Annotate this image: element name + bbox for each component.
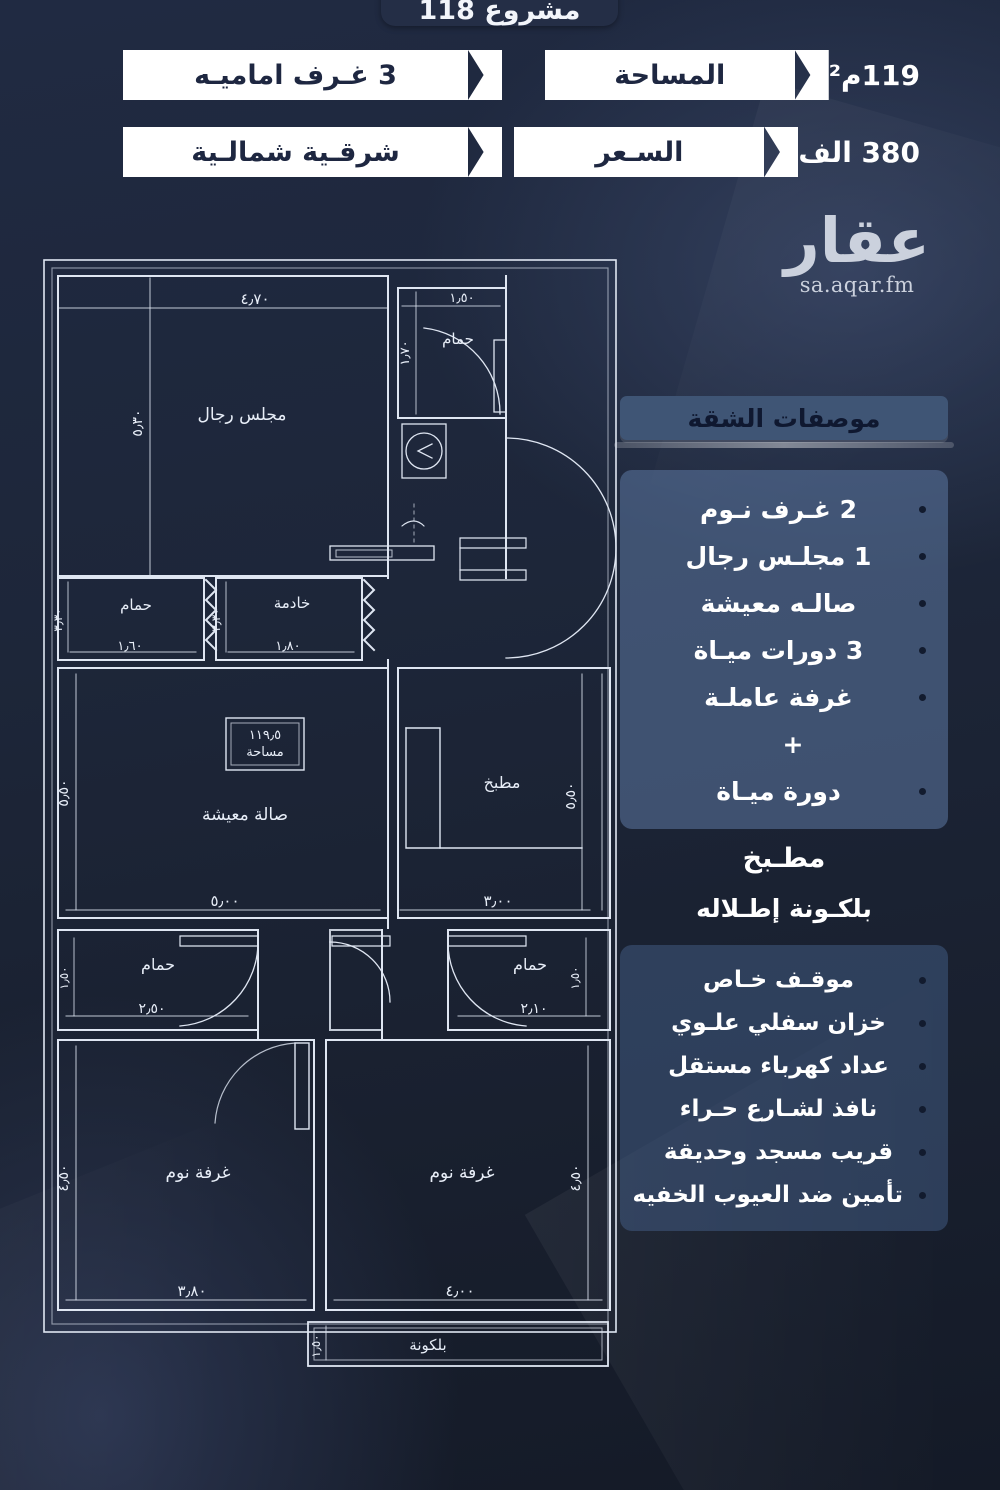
list-item: 3 دورات ميـاة <box>636 627 932 674</box>
bullet-icon <box>919 647 926 654</box>
room-label-bath-right: حمام <box>513 955 547 974</box>
list-item: 1 مجلـس رجال <box>636 533 932 580</box>
header-row-rooms: 3 غـرف اماميـه <box>123 50 502 100</box>
specs-title: موصفات الشقة <box>687 403 881 433</box>
dim-balcony-h: ١٫٥٠ <box>309 1334 323 1357</box>
dim-bathright-h: ١٫٥٠ <box>568 966 582 989</box>
rooms-label: 3 غـرف اماميـه <box>194 59 397 91</box>
dim-bedleft-w: ٣٫٨٠ <box>177 1282 206 1300</box>
bullet-icon <box>919 977 926 984</box>
dim-maid-h: ٣٫٣٠ <box>209 608 223 631</box>
list-item: موقـف خـاص <box>636 959 932 1002</box>
chevron-flag-icon <box>794 50 829 100</box>
dim-bathright-w: ٢٫١٠ <box>520 1001 547 1017</box>
floorplan: مجلس رجال ٤٫٧٠ ٥٫٣٠ حمام ١٫٥٠ ١٫٧٠ حمام … <box>30 248 650 1388</box>
dim-kitchen-h: ٥٫٥٠ <box>563 782 579 809</box>
price-label-plate: السـعر <box>514 127 765 177</box>
bullet-icon <box>919 553 926 560</box>
room-label-maid: خادمة <box>274 594 311 612</box>
room-label-bedroom-right: غرفة نوم <box>430 1163 495 1183</box>
bullet-icon <box>919 1063 926 1070</box>
direction-label: شرقـية شمالـية <box>191 136 400 168</box>
header-row-price: 380 الف السـعر <box>514 127 936 177</box>
price-value: 380 الف <box>798 135 920 169</box>
aqar-logo-text: عقار <box>784 204 930 277</box>
specs-bottom-card: موقـف خـاص خزان سفلي علـوي عداد كهرباء م… <box>620 945 948 1231</box>
dim-bedright-h: ٤٫٥٠ <box>568 1164 584 1191</box>
specs-panel: موصفات الشقة 2 غـرف نـوم 1 مجلـس رجال صا… <box>614 396 954 1231</box>
dim-bathmaid-w: ١٫٦٠ <box>117 639 142 654</box>
area-stamp-label: مساحة <box>246 745 284 760</box>
aqar-url: sa.aqar.fm <box>799 272 915 297</box>
project-title: مشروع 118 <box>418 0 581 26</box>
dim-bathtop-h: ١٫٧٠ <box>398 340 413 365</box>
project-title-chip: مشروع 118 <box>381 0 618 26</box>
bullet-icon <box>919 788 926 795</box>
bullet-icon <box>919 694 926 701</box>
area-label: المساحة <box>614 59 726 91</box>
bullet-icon <box>919 506 926 513</box>
dim-bathmaid-h: ٣٫٣٠ <box>51 608 65 631</box>
area-label-plate: المساحة <box>544 50 795 100</box>
list-item: خزان سفلي علـوي <box>636 1002 932 1045</box>
dim-bathtop-w: ١٫٥٠ <box>449 291 474 306</box>
chevron-flag-icon <box>468 127 502 177</box>
rooms-label-plate: 3 غـرف اماميـه <box>123 50 468 100</box>
dim-hall-w: ٥٫٠٠ <box>210 892 239 910</box>
room-label-bath-left: حمام <box>141 955 175 974</box>
room-label-bedroom-left: غرفة نوم <box>166 1163 231 1183</box>
bullet-icon <box>919 1106 926 1113</box>
specs-main-card: 2 غـرف نـوم 1 مجلـس رجال صالـه معيشة 3 د… <box>620 470 948 829</box>
bullet-icon <box>919 1192 926 1199</box>
list-item: 2 غـرف نـوم <box>636 486 932 533</box>
dim-kitchen-w: ٣٫٠٠ <box>483 892 512 910</box>
chevron-flag-icon <box>764 127 799 177</box>
list-item: غرفة عاملـة <box>636 674 932 721</box>
list-item: عداد كهرباء مستقل <box>636 1045 932 1088</box>
header-row-direction: شرقـية شمالـية <box>123 127 502 177</box>
area-value: 119م² <box>828 58 920 92</box>
list-item: قريب مسجد وحديقة <box>636 1131 932 1174</box>
aqar-watermark: عقار sa.aqar.fm <box>732 204 982 297</box>
list-item: صالـه معيشة <box>636 580 932 627</box>
room-label-majlis: مجلس رجال <box>197 405 286 425</box>
spec-balcony: بلكـونة إطـلاله <box>696 894 872 923</box>
room-label-balcony: بلكونة <box>409 1336 446 1354</box>
floorplan-drawing: مجلس رجال ٤٫٧٠ ٥٫٣٠ حمام ١٫٥٠ ١٫٧٠ حمام … <box>43 259 617 1367</box>
specs-main-list: 2 غـرف نـوم 1 مجلـس رجال صالـه معيشة 3 د… <box>636 486 932 815</box>
specs-free-card: مطـبخ بلكـونة إطـلاله <box>620 833 948 927</box>
room-label-bath-top: حمام <box>442 330 474 348</box>
room-label-hall: صالة معيشة <box>202 805 288 825</box>
chevron-flag-icon <box>468 50 502 100</box>
room-label-kitchen: مطبخ <box>484 773 521 793</box>
specs-title-bar: موصفات الشقة <box>614 396 954 448</box>
bullet-icon <box>919 1149 926 1156</box>
specs-bottom-list: موقـف خـاص خزان سفلي علـوي عداد كهرباء م… <box>632 959 932 1217</box>
dim-bathleft-w: ٢٫٥٠ <box>138 1001 165 1017</box>
list-item: نافذ لشـارع حـراء <box>636 1088 932 1131</box>
area-stamp-value: ١١٩٫٥ <box>249 728 281 743</box>
list-item-plus: + <box>782 730 804 759</box>
spec-kitchen: مطـبخ <box>742 843 826 874</box>
price-label: السـعر <box>595 136 684 168</box>
dim-majlis-h: ٥٫٣٠ <box>130 409 146 436</box>
header-row-area: 119م² المساحة <box>544 50 936 100</box>
bullet-icon <box>919 1020 926 1027</box>
room-label-bath-maid: حمام <box>120 596 152 614</box>
dim-bedright-w: ٤٫٠٠ <box>445 1282 474 1300</box>
dim-maid-w: ١٫٨٠ <box>275 639 300 654</box>
direction-label-plate: شرقـية شمالـية <box>123 127 468 177</box>
list-item: دورة ميـاة <box>636 768 932 815</box>
bullet-icon <box>919 600 926 607</box>
list-item: تأمين ضد العيوب الخفيه <box>632 1174 932 1217</box>
dim-majlis-w: ٤٫٧٠ <box>240 290 269 308</box>
dim-bathleft-h: ١٫٥٠ <box>57 966 71 989</box>
dim-bedleft-h: ٤٫٥٠ <box>56 1164 72 1191</box>
dim-hall-h: ٥٫٥٠ <box>56 779 72 806</box>
